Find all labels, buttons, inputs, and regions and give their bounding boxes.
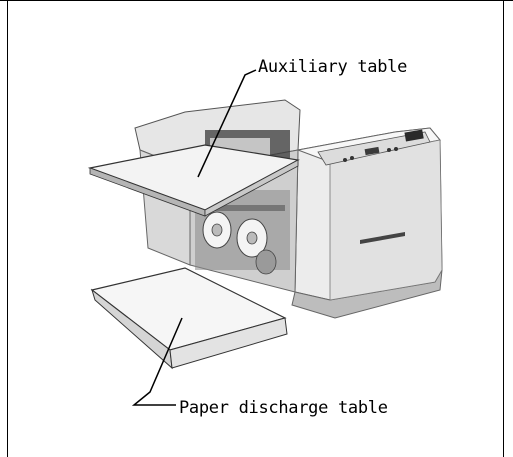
frame-left-border — [7, 0, 8, 457]
auxiliary-table-label: Auxiliary table — [258, 57, 408, 77]
paper-discharge-table-leader-line — [131, 317, 183, 406]
frame-right-border — [503, 0, 504, 457]
auxiliary-table-leader-line — [197, 69, 257, 178]
auxiliary-table — [87, 144, 300, 217]
paper-discharge-table — [90, 267, 288, 370]
machine-body — [291, 127, 443, 319]
control-panel — [317, 129, 431, 166]
paper-discharge-table-label: Paper discharge table — [179, 398, 388, 418]
